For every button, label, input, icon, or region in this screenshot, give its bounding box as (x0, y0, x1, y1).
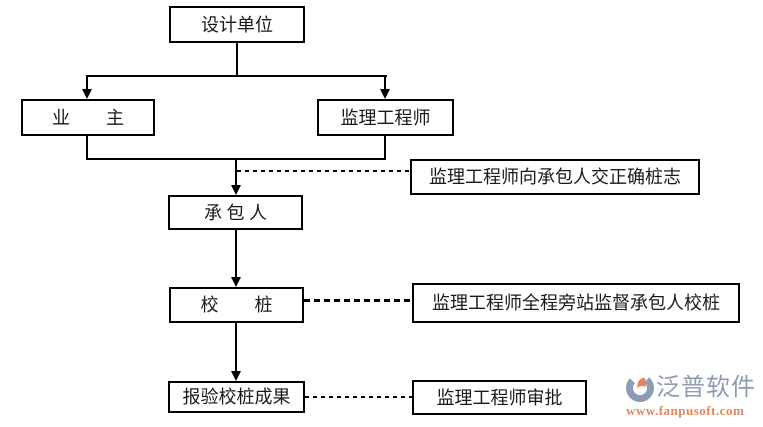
flow-node-design-unit: 设计单位 (169, 6, 305, 43)
arrowhead-report (231, 371, 241, 381)
flow-node-report-results: 报验校桩成果 (168, 381, 305, 413)
arrowhead-contractor (231, 185, 241, 195)
dashed-connector-approval (305, 396, 412, 398)
flow-note-approval: 监理工程师审批 (412, 380, 587, 415)
arrowhead-owner (82, 89, 92, 99)
connector-merge-to-contractor (235, 158, 237, 186)
flow-node-owner: 业 主 (21, 99, 155, 136)
connector-supervisor-down (384, 136, 386, 160)
flow-note-deliver-marks: 监理工程师向承包人交正确桩志 (410, 159, 700, 195)
flow-node-pile-check: 校 桩 (169, 287, 304, 323)
fanpu-logo: 泛普软件 www.fanpusoft.com (626, 374, 763, 422)
dashed-connector-onsite-supervision (304, 299, 412, 302)
connector-branch-bar-top (87, 75, 387, 77)
connector-design-to-branch (236, 43, 238, 77)
connector-contractor-to-pilecheck (235, 230, 237, 278)
dashed-connector-deliver-marks (237, 170, 410, 172)
flow-node-supervision-engineer: 监理工程师 (317, 99, 454, 136)
fanpu-logo-text: 泛普软件 (656, 375, 756, 401)
flow-note-onsite-supervision: 监理工程师全程旁站监督承包人校桩 (412, 283, 740, 323)
fanpu-logo-icon (626, 374, 654, 402)
connector-pilecheck-to-report (235, 323, 237, 372)
arrowhead-supervisor (380, 89, 390, 99)
flow-node-contractor: 承 包 人 (168, 195, 303, 230)
arrowhead-pile-check (231, 277, 241, 287)
connector-branch-to-supervisor (384, 75, 386, 91)
fanpu-website-text: www.fanpusoft.com (626, 403, 745, 418)
connector-owner-down (86, 136, 88, 160)
connector-branch-to-owner (86, 75, 88, 91)
